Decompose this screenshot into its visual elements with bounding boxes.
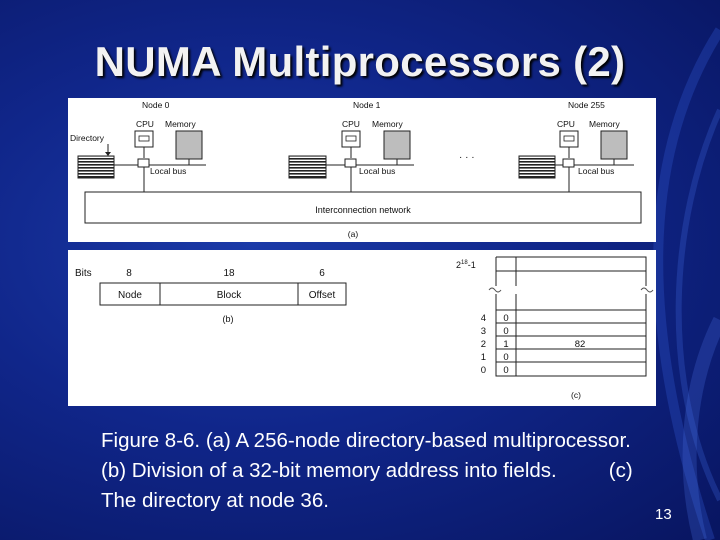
field-offset-name: Offset [309,290,336,301]
slide-title: NUMA Multiprocessors (2) [94,38,626,85]
nodes-ellipsis: · · · [459,152,475,163]
node-0-memory-box [175,130,203,160]
row-4-index: 4 [481,313,486,324]
node-255-bus-interface [562,158,575,168]
node-0-label: Node 0 [142,100,170,110]
field-block-name: Block [217,290,242,301]
node-0-memory-label: Memory [165,119,196,129]
address-fields: Bits 8 18 6 Node Block Offset (b) [75,268,347,324]
caption-part-1: Figure 8-6. (a) A 256-node directory-bas… [101,429,631,482]
figure-a-diagram: Node 0 CPU Memory Directory Local bus No… [70,100,642,239]
figure-b-caption: (b) [223,314,234,324]
directory-table: 218-1 4 0 3 0 2 1 82 1 0 0 0 (c) [456,256,654,400]
network-label: Interconnection network [315,205,411,215]
directory-label: Directory [70,133,105,143]
caption-part-2: (c) The directory at node 36. [101,459,633,512]
row-3-index: 3 [481,326,486,337]
node-1-cpu-label: CPU [342,119,360,129]
row-2-bit: 1 [503,339,508,350]
table-top-index-exp: 18 [461,260,468,266]
node-1-memory-label: Memory [372,119,403,129]
background-curves [653,27,720,540]
node-255-memory-label: Memory [589,119,620,129]
row-2-index: 2 [481,339,486,350]
row-0-index: 0 [481,365,486,376]
node-255-memory-box [600,130,628,160]
row-2-value: 82 [575,339,586,350]
figure-bc-diagram: Bits 8 18 6 Node Block Offset (b) 218-1 [75,256,654,400]
figure-a-caption: (a) [348,229,359,239]
table-top-index-suffix: -1 [468,260,476,270]
node-0: Node 0 CPU Memory Directory Local bus [70,100,206,192]
field-block-bits: 18 [223,268,235,279]
field-offset [297,282,347,306]
node-255-directory [518,155,556,179]
row-4-bit: 0 [503,313,508,324]
field-node-bits: 8 [126,268,132,279]
page-number: 13 [655,506,672,523]
node-0-bus-label: Local bus [150,166,186,176]
figure-caption: Figure 8-6. (a) A 256-node directory-bas… [101,426,641,516]
node-255-bus-label: Local bus [578,166,614,176]
node-255-label: Node 255 [568,100,605,110]
field-offset-bits: 6 [319,268,325,279]
node-1-bus-label: Local bus [359,166,395,176]
figure-a-panel: Node 0 CPU Memory Directory Local bus No… [68,98,656,242]
figure-c-caption: (c) [571,390,581,400]
node-0-cpu-chip [138,135,150,142]
row-1-bit: 0 [503,352,508,363]
field-node-name: Node [118,290,142,301]
node-1: Node 1 CPU Memory Local bus [288,100,414,192]
row-1-index: 1 [481,352,486,363]
node-1-directory [288,155,327,179]
svg-text:218-1: 218-1 [456,260,476,270]
node-0-directory [77,155,115,179]
node-1-label: Node 1 [353,100,381,110]
node-255-cpu-label: CPU [557,119,575,129]
interconnection-network [84,191,642,224]
bits-label: Bits [75,268,92,279]
figure-bc-panel: Bits 8 18 6 Node Block Offset (b) 218-1 [68,250,656,406]
node-1-bus-interface [344,158,357,168]
row-3-bit: 0 [503,326,508,337]
row-0-bit: 0 [503,365,508,376]
table-top-index-base: 2 [456,260,461,270]
node-0-bus-interface [137,158,150,168]
node-0-cpu-label: CPU [136,119,154,129]
node-1-memory-box [383,130,411,160]
node-255: Node 255 CPU Memory Local bus [518,100,634,192]
